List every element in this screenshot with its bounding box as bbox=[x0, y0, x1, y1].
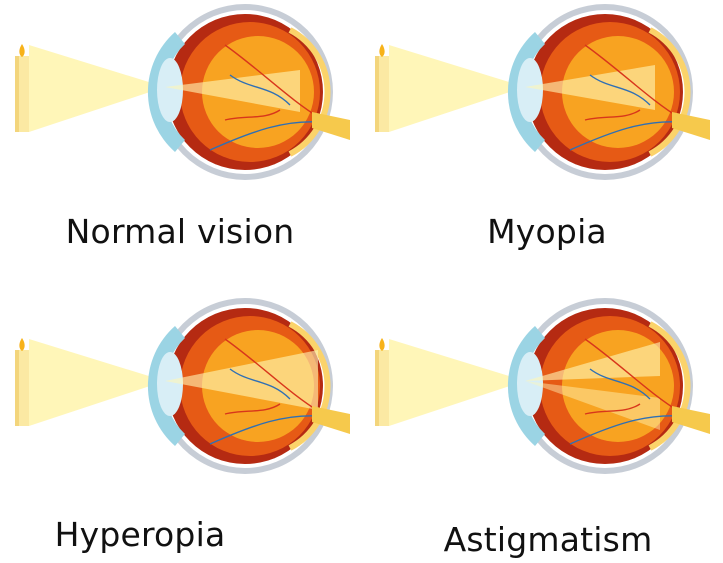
caption-normal-vision: Normal vision bbox=[45, 212, 315, 251]
candle-flame bbox=[379, 44, 384, 57]
light-beam bbox=[389, 339, 525, 426]
panel-hyperopia: Hyperopia bbox=[0, 280, 360, 563]
candle-shade bbox=[375, 350, 379, 426]
candle bbox=[15, 338, 29, 426]
eyeball bbox=[508, 298, 693, 474]
light-beam bbox=[29, 339, 165, 426]
eye-diagram-hyperopia bbox=[0, 280, 360, 480]
panel-myopia: Myopia bbox=[360, 0, 723, 280]
caption-astigmatism: Astigmatism bbox=[428, 520, 668, 559]
candle-flame bbox=[379, 338, 384, 351]
panel-astigmatism: Astigmatism bbox=[360, 280, 723, 563]
panel-normal-vision: Normal vision bbox=[0, 0, 360, 280]
caption-myopia: Myopia bbox=[452, 212, 642, 251]
eye-diagram-normal bbox=[0, 0, 360, 200]
candle-flame bbox=[19, 44, 24, 57]
light-beam bbox=[29, 45, 165, 132]
caption-hyperopia: Hyperopia bbox=[40, 515, 240, 554]
candle-flame bbox=[19, 338, 24, 351]
candle-shade bbox=[375, 56, 379, 132]
candle bbox=[15, 44, 29, 132]
eye-diagram-astigmatism bbox=[360, 280, 723, 480]
candle bbox=[375, 44, 389, 132]
candle-shade bbox=[15, 56, 19, 132]
light-beam bbox=[389, 45, 525, 132]
eye-diagram-myopia bbox=[360, 0, 723, 200]
candle-shade bbox=[15, 350, 19, 426]
candle bbox=[375, 338, 389, 426]
